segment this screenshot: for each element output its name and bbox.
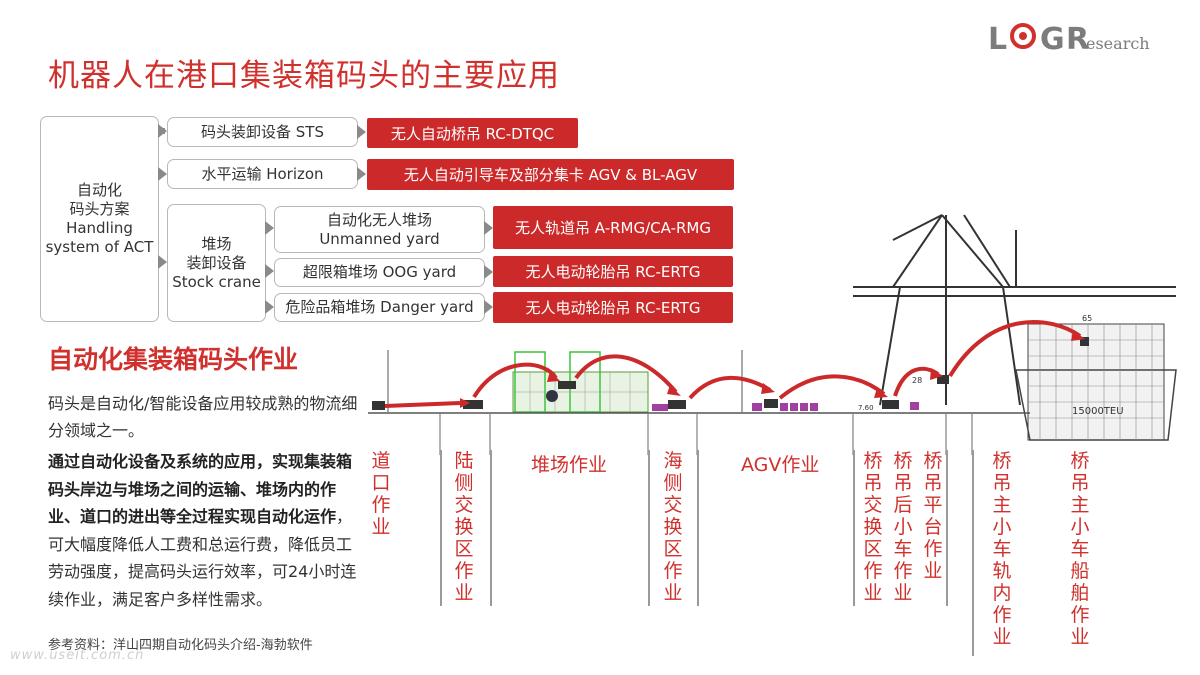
logo-letter-g: G [1040,22,1065,57]
arrow-right-icon [357,167,366,181]
deck-number-760: 7.60 [858,404,874,412]
tree-root-line4: system of ACT [45,238,154,256]
sts-box: 码头装卸设备 STS [167,117,358,147]
ship-icon [1015,323,1177,441]
unmanned-yard-line1: 自动化无人堆场 [326,210,432,229]
arrow-right-icon [484,265,493,279]
tree-root-box: 自动化 码头方案 Handling system of ACT [40,116,159,322]
yard-stack-icon [512,351,649,413]
arrowhead-icon [460,330,1085,408]
label-agv: AGV作业 [741,454,820,476]
arrow-right-icon [484,221,493,235]
arrow-right-icon [158,124,167,138]
zone-divider [697,450,699,606]
zone-divider [853,450,855,606]
stock-box: 堆场 装卸设备 Stock crane [167,204,266,322]
logo-ring-icon [1010,23,1036,49]
horizon-red-box: 无人自动引导车及部分集卡 AGV & BL-AGV [367,159,734,190]
arrow-right-icon [265,300,274,314]
horizon-box: 水平运输 Horizon [167,159,358,189]
label-main-ship: 桥吊主小车船舶作业 [1070,450,1090,648]
arrow-right-icon [158,255,167,269]
zone-divider [648,450,650,606]
truck-icon [372,337,1089,410]
label-yard: 堆场作业 [531,454,608,476]
arrow-right-icon [357,125,366,139]
intro-paragraph: 码头是自动化/智能设备应用较成熟的物流细分领域之一。 [48,394,358,440]
oog-yard-red-box: 无人电动轮胎吊 RC-ERTG [493,256,733,287]
label-rear-trolley: 桥吊后小车作业 [893,450,913,604]
zone-divider [972,450,974,656]
tree-root-line2: 码头方案 [69,200,130,218]
tree-root-line1: 自动化 [76,181,122,199]
page-title: 机器人在港口集装箱码头的主要应用 [48,58,560,94]
zone-divider [490,450,492,606]
agv-icon [652,402,919,411]
label-platform: 桥吊平台作业 [923,450,943,582]
label-road: 道口作业 [371,450,391,538]
section-title: 自动化集装箱码头作业 [48,345,299,374]
danger-yard-box: 危险品箱堆场 Danger yard [274,293,485,322]
logo: L G R esearch [988,16,1178,60]
reference-note: 参考资料：洋山四期自动化码头介绍-海勃软件 [48,638,313,653]
oog-yard-box: 超限箱堆场 OOG yard [274,258,485,287]
detail-paragraph: 通过自动化设备及系统的应用，实现集装箱码头岸边与堆场之间的运输、堆场内的作业、道… [48,448,360,613]
unmanned-yard-line2: Unmanned yard [319,229,440,248]
label-land-exchange: 陆侧交换区作业 [454,450,474,604]
deck-number-28: 28 [912,376,922,385]
quay-crane-icon [853,214,1176,406]
deck-number-65: 65 [1082,314,1092,323]
logo-letter-r: R [1066,22,1090,57]
zone-divider [440,450,442,606]
logo-letter-l: L [988,22,1008,57]
terminal-illustration: 15000TEU 65 28 7.60 [368,214,1177,455]
label-main-rail: 桥吊主小车轨内作业 [992,450,1012,648]
stock-line1: 堆场 [201,234,232,253]
flow-arrows [384,320,1082,408]
tree-root-line3: Handling [66,219,133,237]
zone-divider [946,450,948,606]
detail-bold: 通过自动化设备及系统的应用，实现集装箱码头岸边与堆场之间的运输、堆场内的作业、道… [48,452,353,526]
zone-divider [439,414,973,455]
detail-rest: ，可大幅度降低人工费和总运行费，降低员工劳动强度，提高码头运行效率，可24小时连… [48,507,357,609]
logo-dot-icon [1019,32,1027,40]
sts-red-box: 无人自动桥吊 RC-DTQC [367,118,578,148]
arrow-right-icon [158,167,167,181]
arrow-right-icon [265,264,274,278]
stock-line3: Stock crane [172,272,261,291]
yard-marker-icon [546,390,558,402]
logo-text: esearch [1086,34,1150,53]
label-sea-exchange: 海侧交换区作业 [663,450,683,604]
unmanned-yard-red-box: 无人轨道吊 A-RMG/CA-RMG [493,206,733,249]
arrow-right-icon [265,221,274,235]
arrow-right-icon [484,300,493,314]
watermark: www.useit.com.cn [10,648,145,663]
danger-yard-red-box: 无人电动轮胎吊 RC-ERTG [493,292,733,323]
ship-label: 15000TEU [1072,406,1124,417]
label-crane-exchange: 桥吊交换区作业 [863,450,883,604]
stock-line2: 装卸设备 [186,253,247,272]
unmanned-yard-box: 自动化无人堆场 Unmanned yard [274,206,485,253]
